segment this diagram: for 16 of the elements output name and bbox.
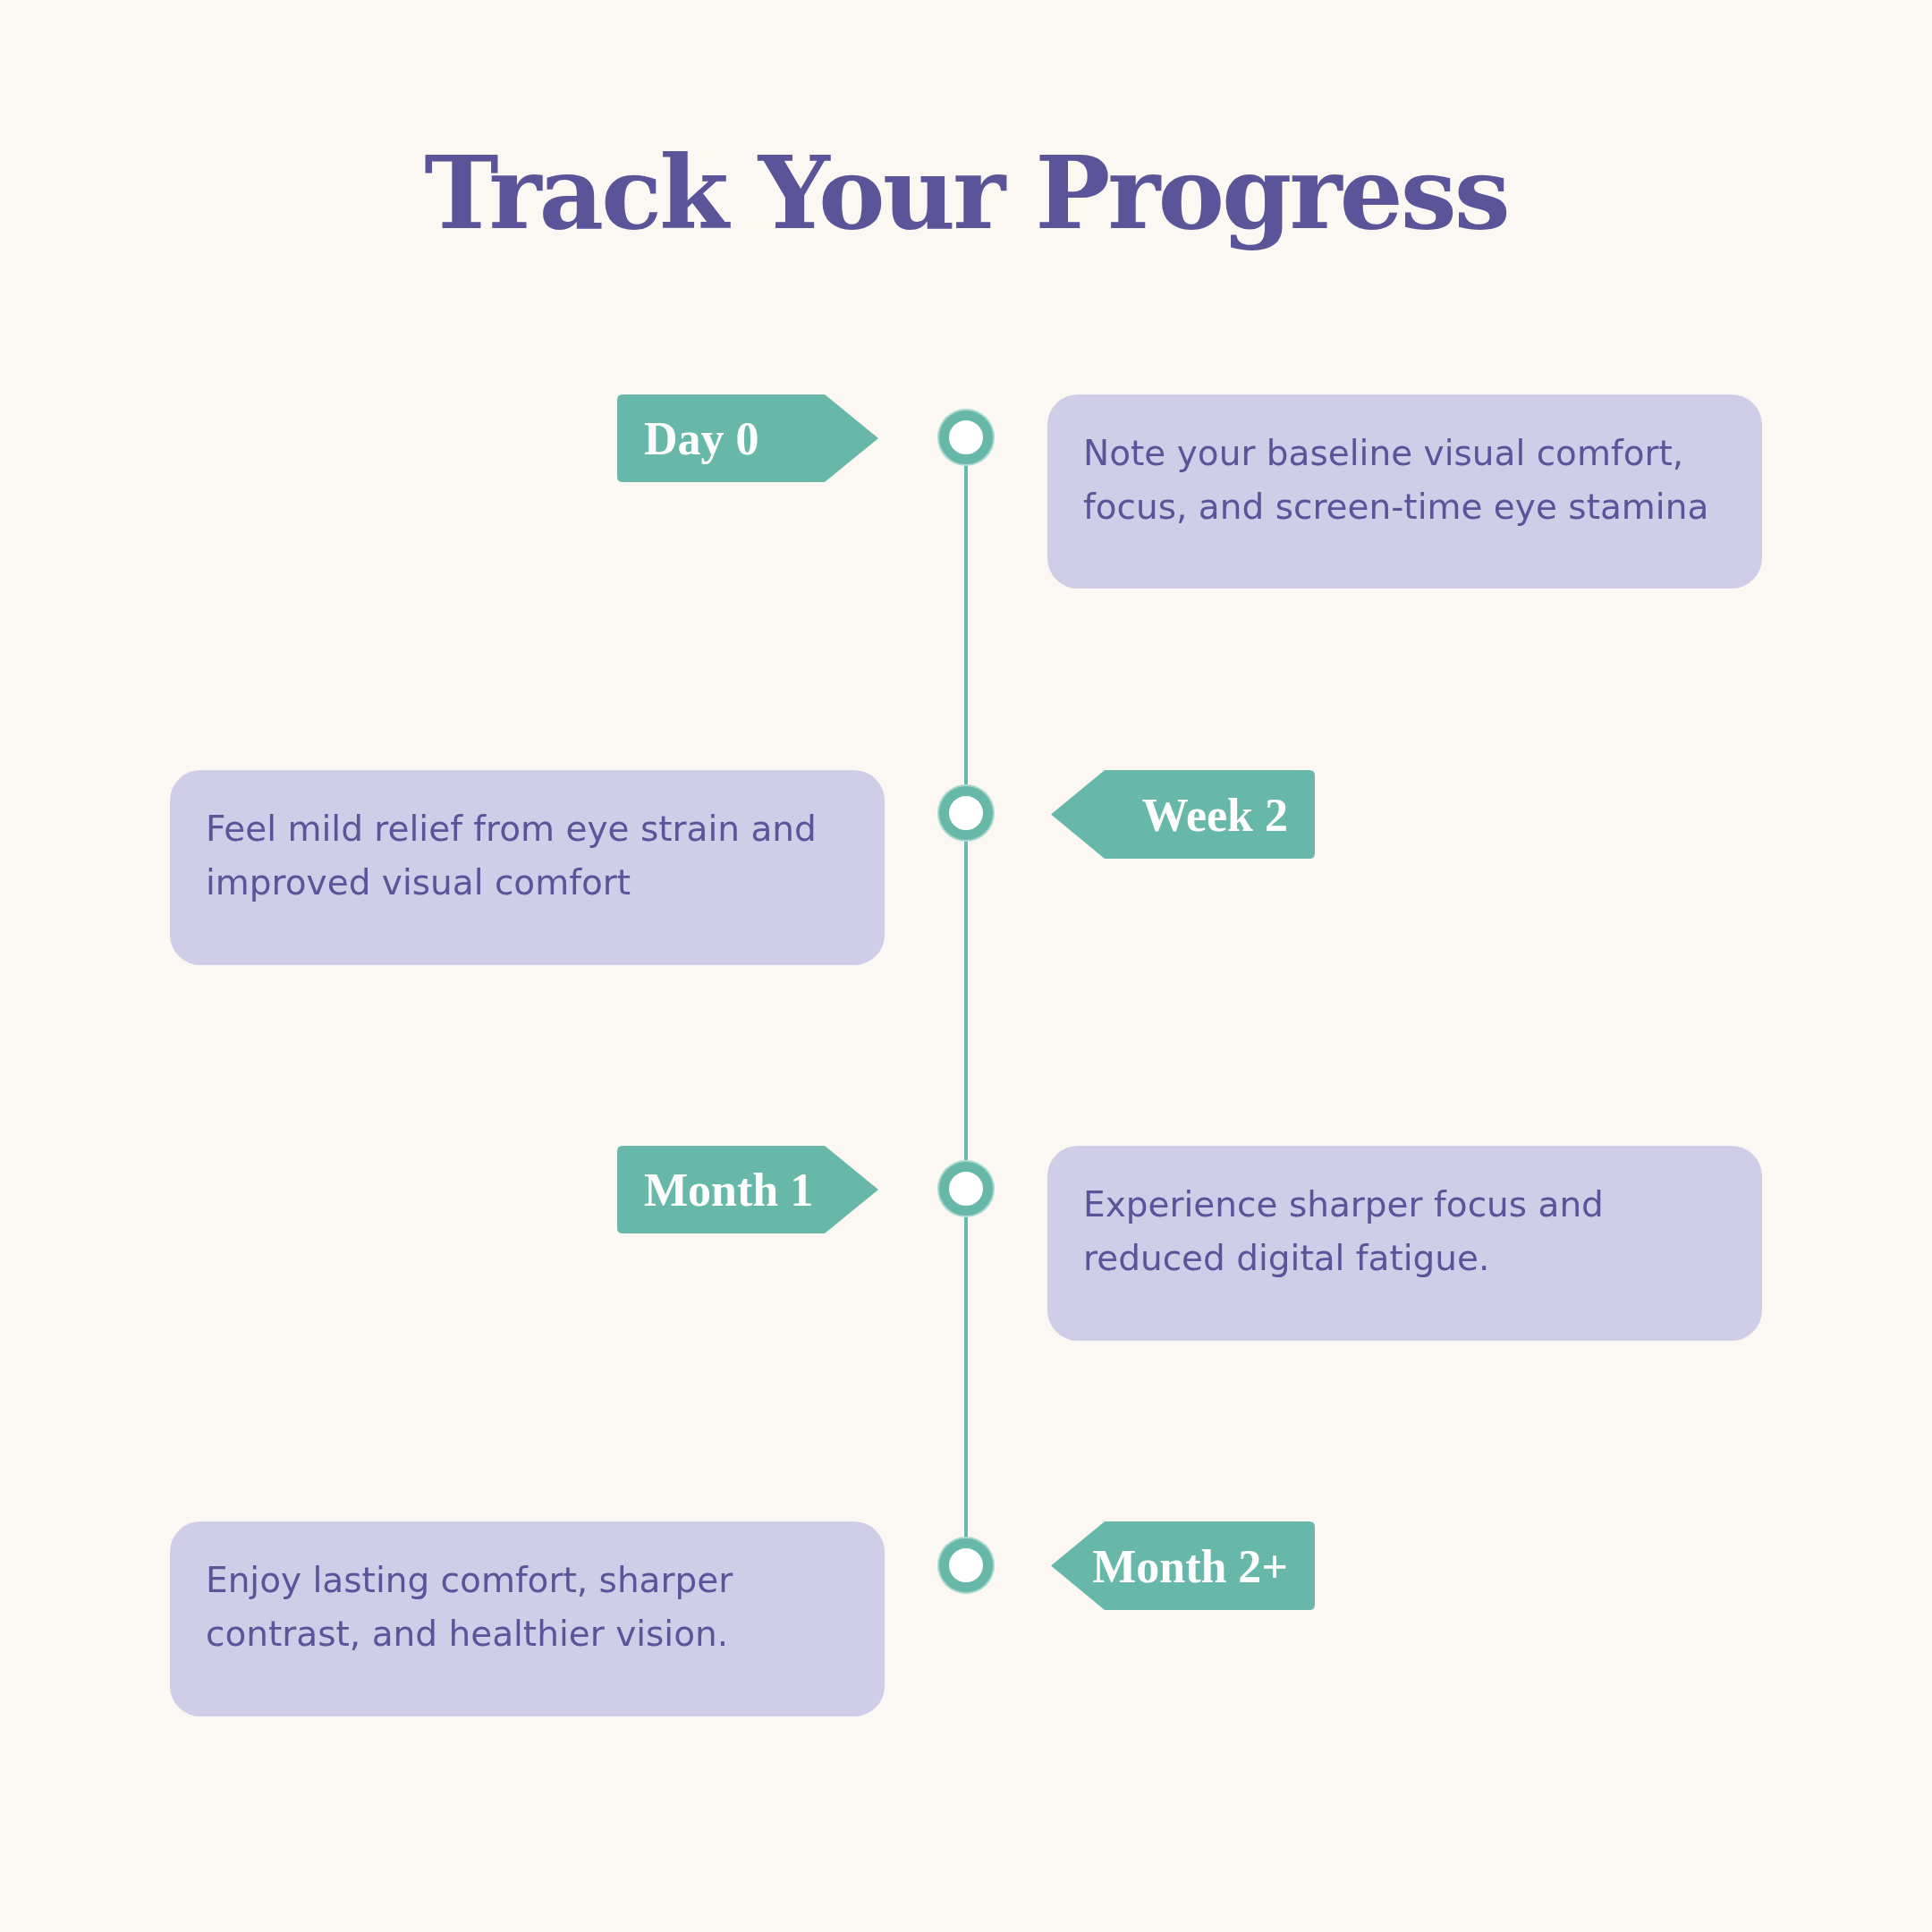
timeline-dot [939,411,993,464]
milestone-label: Month 1 [644,1163,814,1216]
timeline-line [964,466,968,784]
milestone-label: Day 0 [644,411,759,465]
milestone-label: Month 2+ [1092,1539,1288,1592]
timeline-dot [939,1162,993,1216]
timeline-dot [939,1538,993,1592]
milestone-label: Week 2 [1141,788,1288,841]
title: Track Your Progress [423,134,1509,251]
timeline-line [964,1217,968,1537]
description-card: Note your baseline visual comfort, focus, and screen-time eye stamina [1047,394,1762,589]
timeline-line [964,842,968,1160]
timeline-dot [939,786,993,840]
description-card: Experience sharper focus and reduced digital fatigue. [1047,1146,1762,1341]
description-card: Enjoy lasting comfort, sharper contrast, and healthier vision. [170,1521,885,1716]
description-card: Feel mild relief from eye strain and improved visual comfort [170,770,885,965]
